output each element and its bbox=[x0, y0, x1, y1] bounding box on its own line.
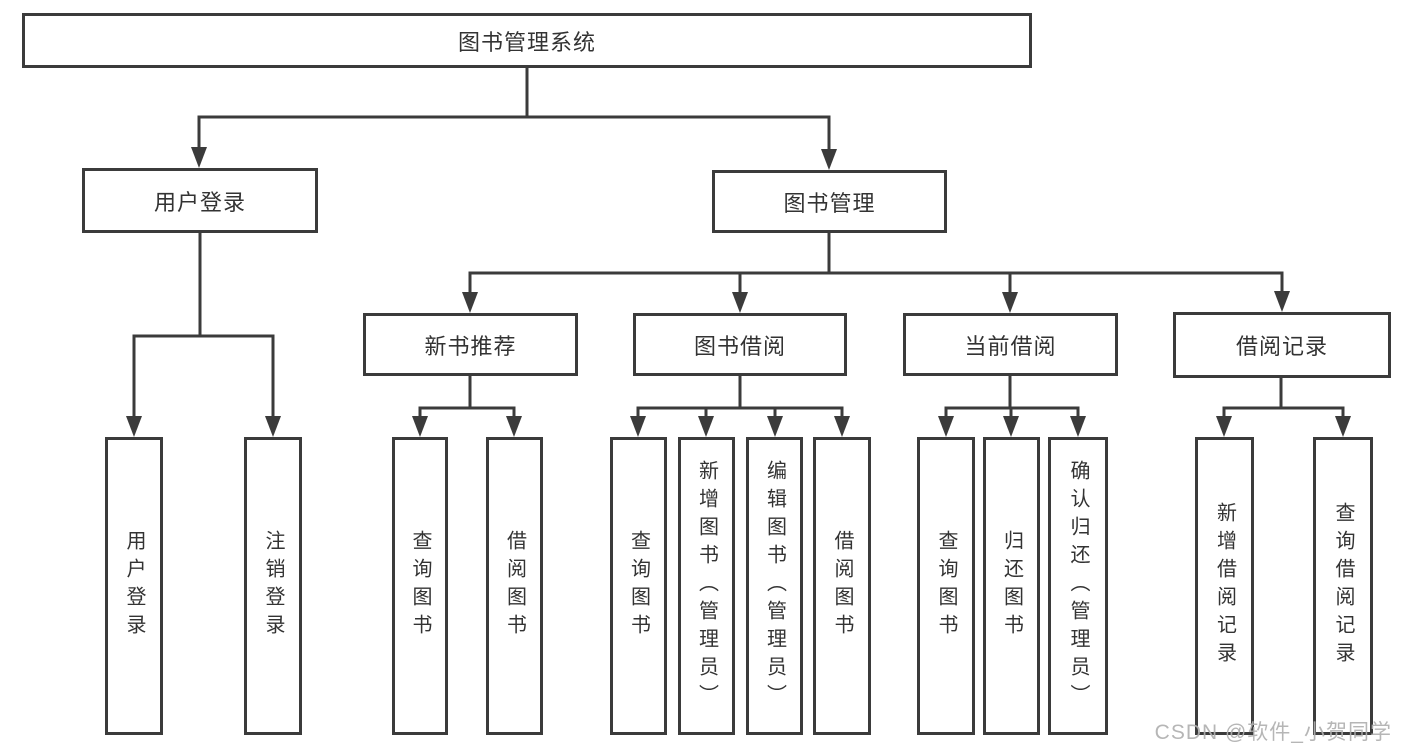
node-label: 图书借阅 bbox=[693, 333, 786, 359]
leaf-label: 注销登录 bbox=[262, 530, 284, 642]
leaf-recommend-query-books: 查询图书 bbox=[392, 437, 448, 735]
node-new-book-recommendation: 新书推荐 bbox=[363, 313, 578, 376]
arrowheads bbox=[126, 147, 1351, 437]
leaf-logout: 注销登录 bbox=[244, 437, 302, 735]
leaf-label: 查询图书 bbox=[627, 530, 650, 642]
leaf-borrowing-query-books: 查询图书 bbox=[610, 437, 667, 735]
node-label: 当前借阅 bbox=[964, 333, 1057, 359]
csdn-watermark: CSDN @软件_小贺同学 bbox=[1154, 721, 1392, 744]
leaf-return-books: 归还图书 bbox=[983, 437, 1040, 735]
leaf-add-borrow-record: 新增借阅记录 bbox=[1195, 437, 1254, 735]
leaf-label: 归还图书 bbox=[1000, 530, 1023, 642]
node-user-login: 用户登录 bbox=[82, 168, 318, 233]
leaf-label: 查询借阅记录 bbox=[1332, 502, 1354, 670]
node-label: 图书管理系统 bbox=[457, 29, 596, 55]
node-current-borrowing: 当前借阅 bbox=[903, 313, 1118, 376]
leaf-label: 借阅图书 bbox=[503, 530, 526, 642]
node-label: 借阅记录 bbox=[1235, 334, 1328, 359]
leaf-label: 查询图书 bbox=[935, 530, 957, 642]
leaf-label: 新增图书（管理员） bbox=[695, 460, 718, 712]
leaf-current-query-books: 查询图书 bbox=[917, 437, 975, 735]
leaf-label: 用户登录 bbox=[123, 530, 145, 642]
node-label: 图书管理 bbox=[783, 190, 876, 216]
node-book-management: 图书管理 bbox=[712, 170, 947, 233]
leaf-edit-books-admin: 编辑图书（管理员） bbox=[746, 437, 803, 735]
leaf-borrow-books: 借阅图书 bbox=[813, 437, 871, 735]
node-label: 新书推荐 bbox=[424, 333, 517, 359]
leaf-recommend-borrow-books: 借阅图书 bbox=[486, 437, 543, 735]
leaf-label: 编辑图书（管理员） bbox=[763, 460, 786, 712]
leaf-query-borrow-record: 查询借阅记录 bbox=[1313, 437, 1373, 735]
leaf-label: 借阅图书 bbox=[831, 530, 853, 642]
leaf-label: 新增借阅记录 bbox=[1213, 502, 1236, 670]
leaf-label: 查询图书 bbox=[409, 530, 431, 642]
node-borrowing-records: 借阅记录 bbox=[1173, 312, 1391, 378]
node-book-borrowing: 图书借阅 bbox=[633, 313, 847, 376]
leaf-user-login: 用户登录 bbox=[105, 437, 163, 735]
leaf-label: 确认归还（管理员） bbox=[1067, 460, 1089, 712]
node-label: 用户登录 bbox=[153, 189, 246, 215]
leaf-add-books-admin: 新增图书（管理员） bbox=[678, 437, 735, 735]
node-library-management-system: 图书管理系统 bbox=[22, 13, 1032, 68]
leaf-confirm-return-admin: 确认归还（管理员） bbox=[1048, 437, 1108, 735]
